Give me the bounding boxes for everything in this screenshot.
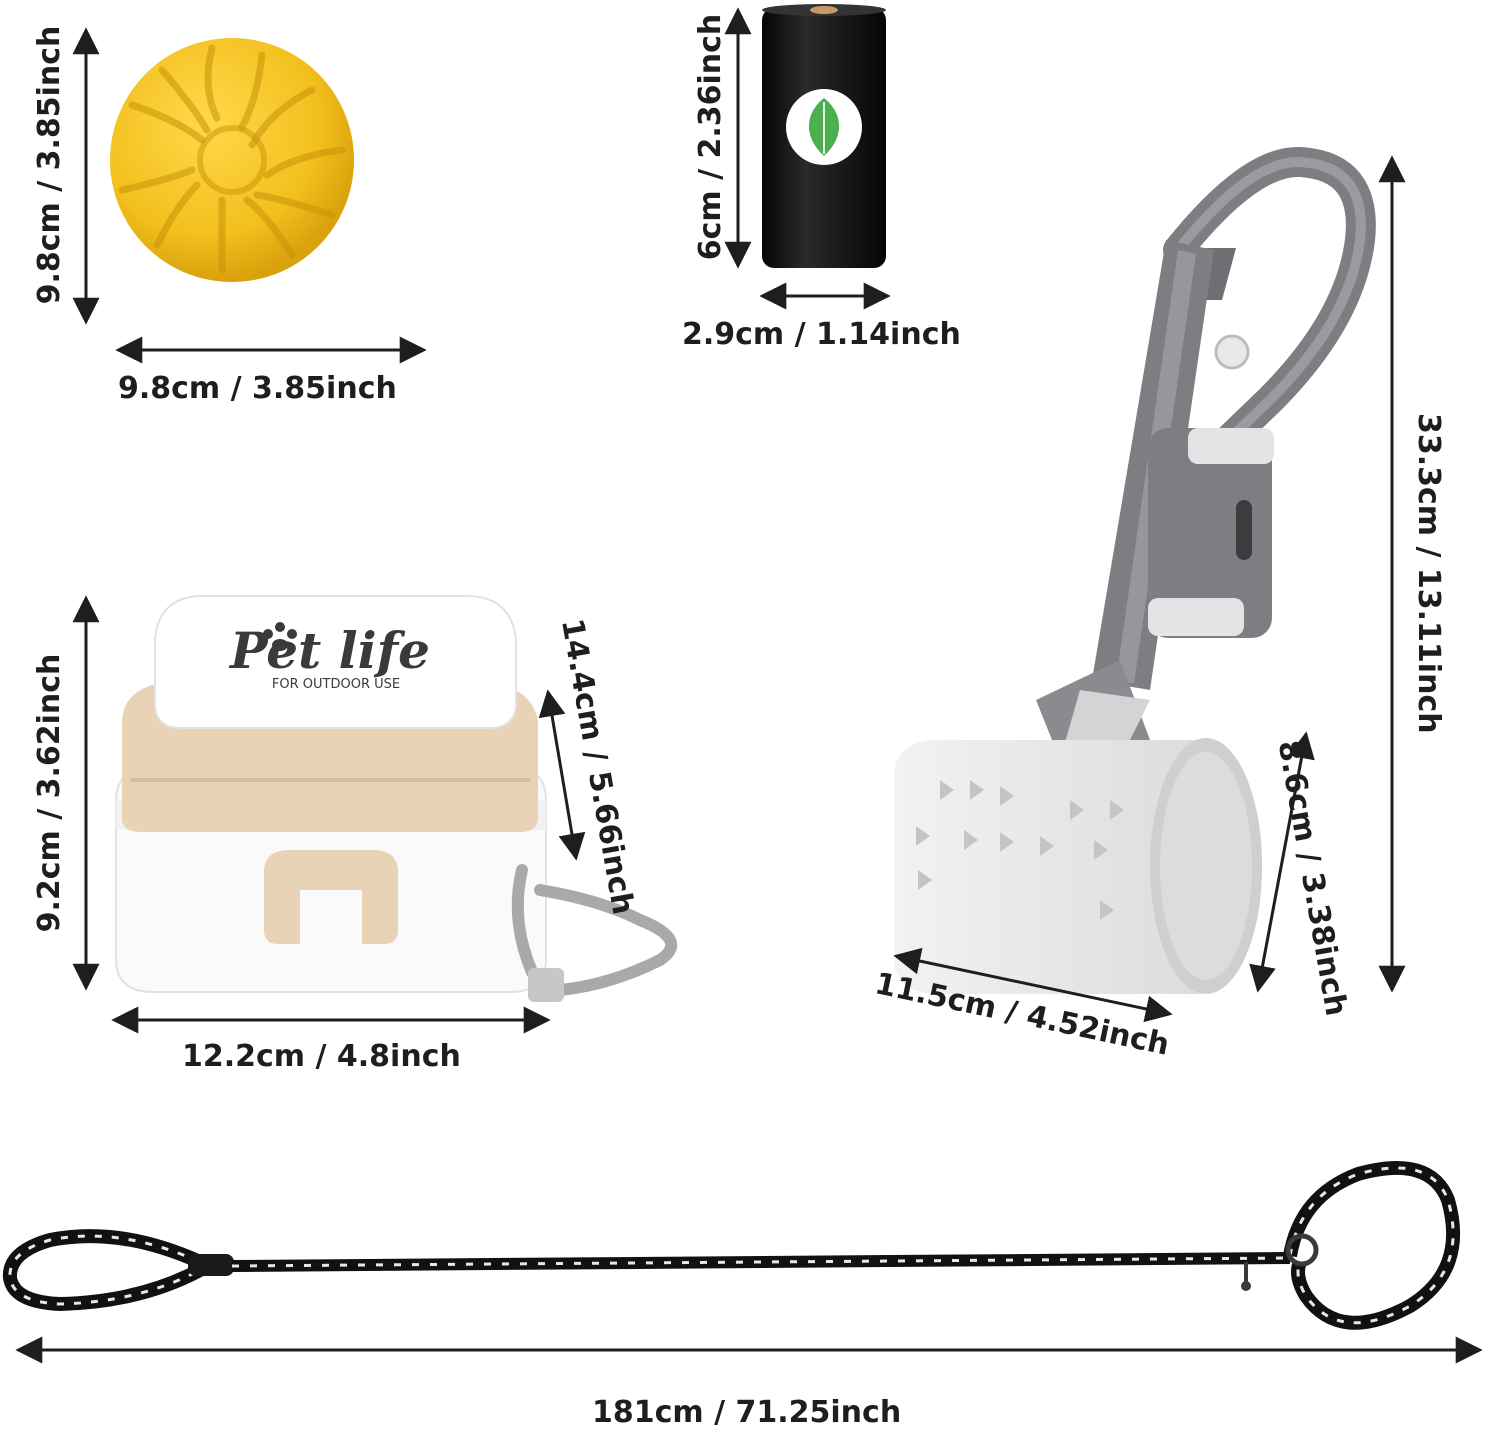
bowl-depth-line	[538, 689, 586, 861]
bowl-height-label: 9.2cm / 3.62inch	[32, 653, 67, 933]
pooper-scooper-icon	[894, 147, 1376, 994]
yellow-ball-icon	[110, 38, 354, 282]
poop-bag-roll-icon	[762, 4, 886, 268]
bag-roll-height-label: 6cm / 2.36inch	[693, 13, 728, 261]
bowl-brand-text: Pet life	[228, 621, 430, 680]
rope-leash-icon	[2, 1161, 1461, 1330]
bowl-width-label: 12.2cm / 4.8inch	[182, 1039, 461, 1074]
scooper-height-label: 33.3cm / 13.11inch	[1411, 413, 1446, 734]
ball-width-label: 9.8cm / 3.85inch	[118, 371, 397, 406]
bag-roll-width-label: 2.9cm / 1.14inch	[682, 317, 961, 352]
leash-length-label: 181cm / 71.25inch	[592, 1395, 902, 1430]
collapsible-bowl-icon	[115, 595, 678, 1002]
ball-height-label: 9.8cm / 3.85inch	[32, 25, 67, 305]
scooper-head-width-line	[893, 947, 1173, 1023]
scooper-head-height-line	[1249, 731, 1315, 993]
bowl-brand-subtext: FOR OUTDOOR USE	[272, 677, 400, 692]
